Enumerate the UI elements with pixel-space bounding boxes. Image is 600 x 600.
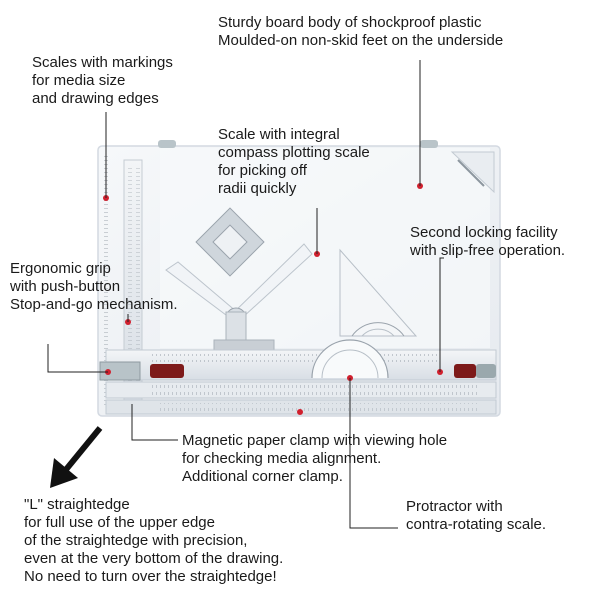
corner-clamp [450, 151, 495, 194]
compass-plotting-scale [195, 207, 265, 277]
arrow-icon [50, 426, 103, 488]
top-clip-right [420, 140, 438, 148]
adjustable-rulers [165, 243, 313, 351]
callout-protractor: Protractor with contra-rotating scale. [406, 498, 547, 533]
left-ruler [100, 156, 143, 406]
callout-scales-markings: Scales with markings for media size and … [32, 54, 173, 107]
left-grip-button [150, 364, 184, 378]
horizontal-straightedge [99, 339, 497, 415]
leader-l-straightedge [47, 344, 108, 373]
set-square [339, 248, 418, 337]
callout-magnetic-clamp: Magnetic paper clamp with viewing hole f… [182, 432, 448, 485]
callout-board-body: Sturdy board body of shockproof plastic … [218, 14, 504, 49]
top-clip-left [158, 140, 176, 148]
leader-second-locking [439, 257, 444, 372]
protractor [311, 339, 389, 379]
callout-l-straightedge: "L" straightedge for full use of the upp… [24, 496, 284, 585]
right-grip-button [454, 364, 476, 378]
callout-second-locking: Second locking facility with slip-free o… [410, 224, 566, 259]
callout-ergonomic-grip: Ergonomic grip with push-button Stop-and… [10, 260, 178, 313]
leader-magnetic-clamp [131, 404, 178, 441]
board-body [97, 140, 501, 417]
marker-magnetic-clamp [297, 409, 303, 415]
leader-protractor [349, 378, 398, 529]
callout-compass-scale: Scale with integral compass plotting sca… [218, 126, 370, 197]
